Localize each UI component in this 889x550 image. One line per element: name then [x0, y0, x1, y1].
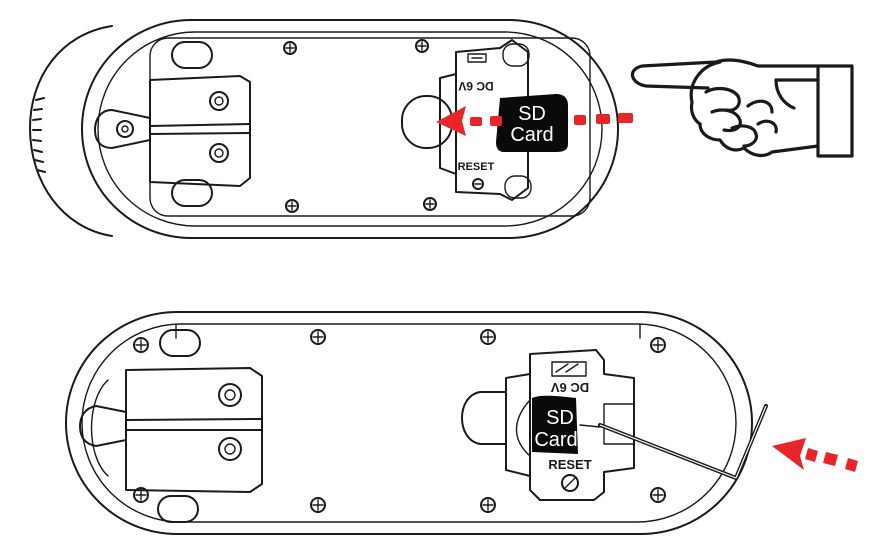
screw — [133, 337, 149, 353]
reset-label: RESET — [548, 457, 591, 472]
pointing-hand-icon — [630, 58, 854, 158]
reset-pin-tool — [579, 404, 768, 480]
screw — [423, 197, 437, 211]
screw — [415, 39, 429, 53]
dc-port-label: DC 6V — [551, 380, 590, 395]
sd-card-label: SD — [518, 103, 546, 125]
screw — [480, 497, 496, 513]
insert-arrow — [436, 106, 633, 136]
top-device: DC 6V RESET SD Card — [29, 19, 854, 239]
screw — [650, 337, 666, 353]
camera-barrel — [29, 25, 113, 237]
insert-arrow — [772, 438, 858, 472]
sd-slot-housing — [461, 349, 635, 501]
device-inner-rim — [97, 31, 603, 227]
mount-hole — [171, 41, 213, 69]
bottom-device: DC 6V RESET SD Card — [65, 311, 858, 535]
sd-card: SD Card — [496, 94, 568, 152]
screw — [285, 199, 299, 213]
screw — [650, 487, 666, 503]
screw — [310, 329, 326, 345]
sd-slot-housing — [401, 39, 532, 201]
vent-slots — [32, 97, 46, 173]
dc-port-label: DC 6V — [458, 79, 493, 93]
sd-card-label: SD — [546, 407, 574, 429]
device-outline — [81, 19, 619, 239]
sd-card-label: Card — [534, 429, 577, 451]
mount-hole — [157, 495, 199, 523]
device-outline — [65, 311, 753, 535]
mount-hole — [159, 329, 201, 357]
screw — [480, 329, 496, 345]
sd-card-label: Card — [510, 124, 553, 146]
screw — [283, 41, 297, 55]
mount-bracket — [94, 75, 251, 187]
device-inner-rim — [81, 323, 737, 523]
screw — [310, 497, 326, 513]
reset-label: RESET — [458, 161, 495, 173]
sd-card: SD Card — [532, 395, 578, 454]
screw — [133, 487, 149, 503]
mount-bracket — [79, 367, 263, 493]
mount-hole — [171, 179, 213, 207]
